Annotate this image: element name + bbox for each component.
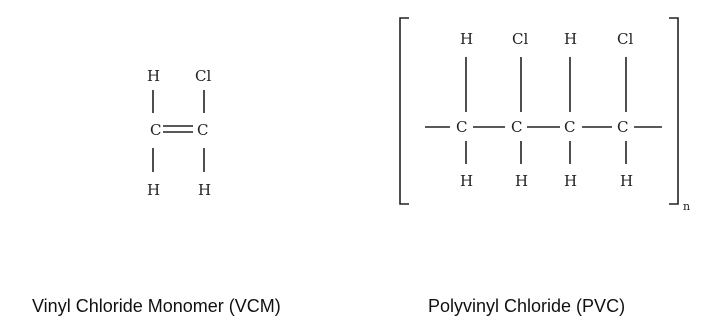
pvc-bottom-atom-0: H (460, 172, 473, 190)
pvc-atoms: H Cl H Cl C C C C H H H H n (456, 30, 690, 213)
pvc-bottom-atom-2: H (564, 172, 577, 190)
vcm-atom-h-bottom-left: H (147, 181, 160, 199)
vcm-atom-c-right: C (197, 121, 208, 139)
pvc-top-atom-1: Cl (512, 30, 528, 48)
vcm-molecule (152, 90, 205, 172)
pvc-right-bracket (669, 17, 679, 205)
vcm-atom-c-left: C (150, 121, 161, 139)
vcm-caption: Vinyl Chloride Monomer (VCM) (32, 296, 281, 316)
pvc-bottom-atom-3: H (620, 172, 633, 190)
pvc-repeat-subscript: n (683, 200, 690, 213)
pvc-carbon-0: C (456, 118, 467, 136)
pvc-carbon-2: C (564, 118, 575, 136)
pvc-top-atom-3: Cl (617, 30, 633, 48)
pvc-bottom-atom-1: H (515, 172, 528, 190)
pvc-carbon-1: C (511, 118, 522, 136)
vcm-atom-cl-top: Cl (195, 67, 211, 85)
pvc-bonds (425, 57, 662, 164)
pvc-top-atom-0: H (460, 30, 473, 48)
pvc-carbon-3: C (617, 118, 628, 136)
pvc-top-atom-2: H (564, 30, 577, 48)
pvc-caption: Polyvinyl Chloride (PVC) (428, 296, 626, 316)
vcm-atom-h-top: H (147, 67, 160, 85)
pvc-left-bracket (399, 17, 409, 205)
vcm-atoms: H Cl C C H H (147, 67, 211, 199)
pvc-brackets (399, 17, 679, 205)
vcm-atom-h-bottom-right: H (198, 181, 211, 199)
